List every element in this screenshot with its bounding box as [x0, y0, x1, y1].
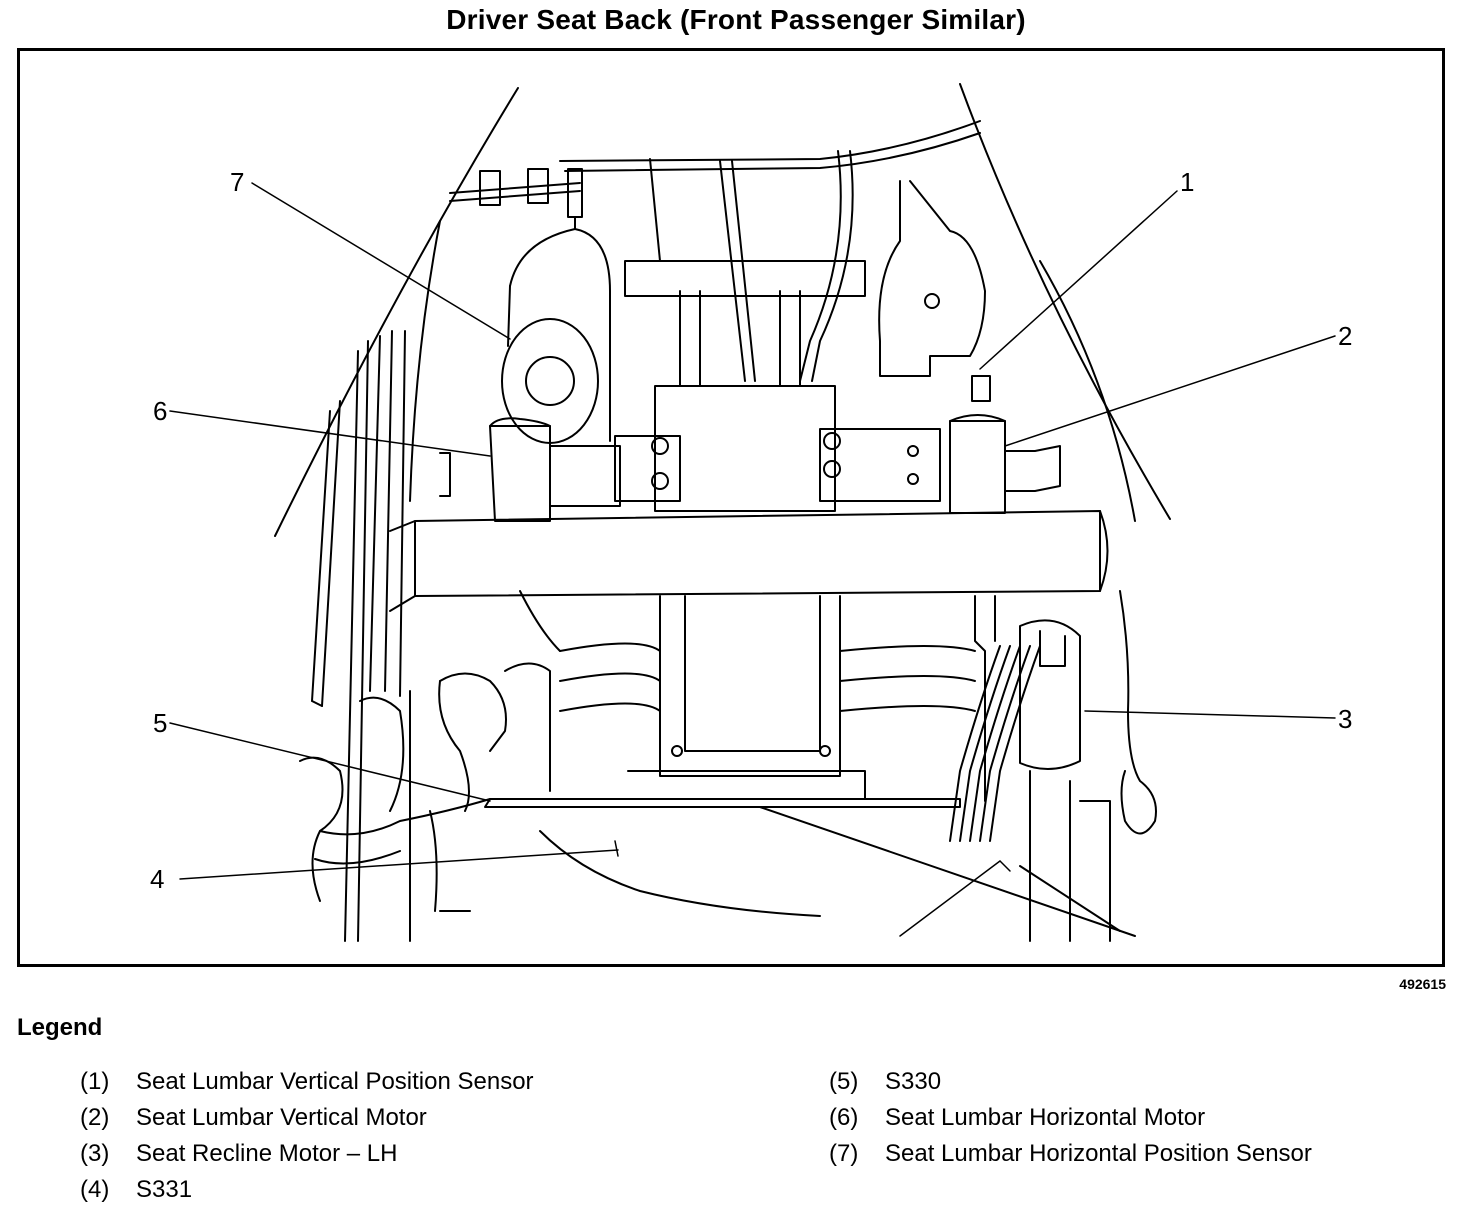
legend-heading: Legend — [17, 1014, 103, 1041]
legend-item: (1) Seat Lumbar Vertical Position Sensor — [80, 1064, 534, 1100]
lumbar-horizontal-motor-drawing — [439, 417, 621, 522]
seat-back-outline — [274, 83, 1171, 537]
cross-tube — [389, 510, 1109, 612]
legend-item-label: S330 — [885, 1068, 942, 1095]
diagram-frame — [17, 48, 1445, 967]
lumbar-vertical-motor-drawing — [949, 375, 1061, 514]
legend-item-label: Seat Lumbar Horizontal Motor — [885, 1104, 1206, 1131]
callout-1: 1 — [1180, 167, 1194, 197]
callout-2: 2 — [1338, 321, 1352, 351]
legend-item-label: Seat Lumbar Vertical Motor — [136, 1104, 427, 1131]
figure-id: 492615 — [1399, 976, 1446, 992]
legend-item-number: (4) — [80, 1176, 110, 1203]
lumbar-horizontal-position-sensor-drawing — [501, 228, 611, 444]
left-side-panel — [299, 330, 411, 942]
legend-item-number: (2) — [80, 1104, 110, 1131]
legend-item-number: (7) — [829, 1140, 859, 1167]
legend-item-label: Seat Lumbar Vertical Position Sensor — [136, 1068, 534, 1095]
legend-item: (2) Seat Lumbar Vertical Motor — [80, 1100, 534, 1136]
callout-4: 4 — [150, 864, 164, 894]
callout-leader-lines — [169, 182, 1336, 937]
top-connectors — [449, 168, 583, 230]
left-lower-linkage — [314, 590, 821, 917]
legend-item-number: (6) — [829, 1104, 859, 1131]
legend-item-number: (3) — [80, 1140, 110, 1167]
seat-back-drawing: 1 2 3 4 5 6 7 — [150, 83, 1352, 942]
legend-column-left: (1)Seat Lumbar Vertical Position Sensor … — [80, 1064, 534, 1208]
lower-frame-and-harness — [484, 595, 1136, 937]
callout-6: 6 — [153, 396, 167, 426]
legend-item: (7) Seat Lumbar Horizontal Position Senso… — [829, 1136, 1312, 1172]
legend-item: (6) Seat Lumbar Horizontal Motor — [829, 1100, 1312, 1136]
legend-item: (5) S330 — [829, 1064, 1312, 1100]
callout-3: 3 — [1338, 704, 1352, 734]
legend-item-label: S331 — [136, 1176, 193, 1203]
legend-item-label: Seat Recline Motor – LH — [136, 1140, 398, 1167]
callout-7: 7 — [230, 167, 244, 197]
legend-item: (4) S331 — [80, 1172, 534, 1208]
legend-item-label: Seat Lumbar Horizontal Position Sensor — [885, 1140, 1312, 1167]
right-gearbox-housing — [878, 180, 986, 377]
legend-column-right: (5)S330 (6)Seat Lumbar Horizontal Motor … — [829, 1064, 1312, 1172]
callout-5: 5 — [153, 708, 167, 738]
legend-item-number: (5) — [829, 1068, 859, 1095]
legend-item-number: (1) — [80, 1068, 110, 1095]
center-bracket-assembly — [614, 150, 941, 512]
legend-item: (3) Seat Recline Motor – LH — [80, 1136, 534, 1172]
seat-recline-motor-drawing — [1019, 590, 1157, 942]
diagram-title: Driver Seat Back (Front Passenger Simila… — [446, 4, 1026, 35]
